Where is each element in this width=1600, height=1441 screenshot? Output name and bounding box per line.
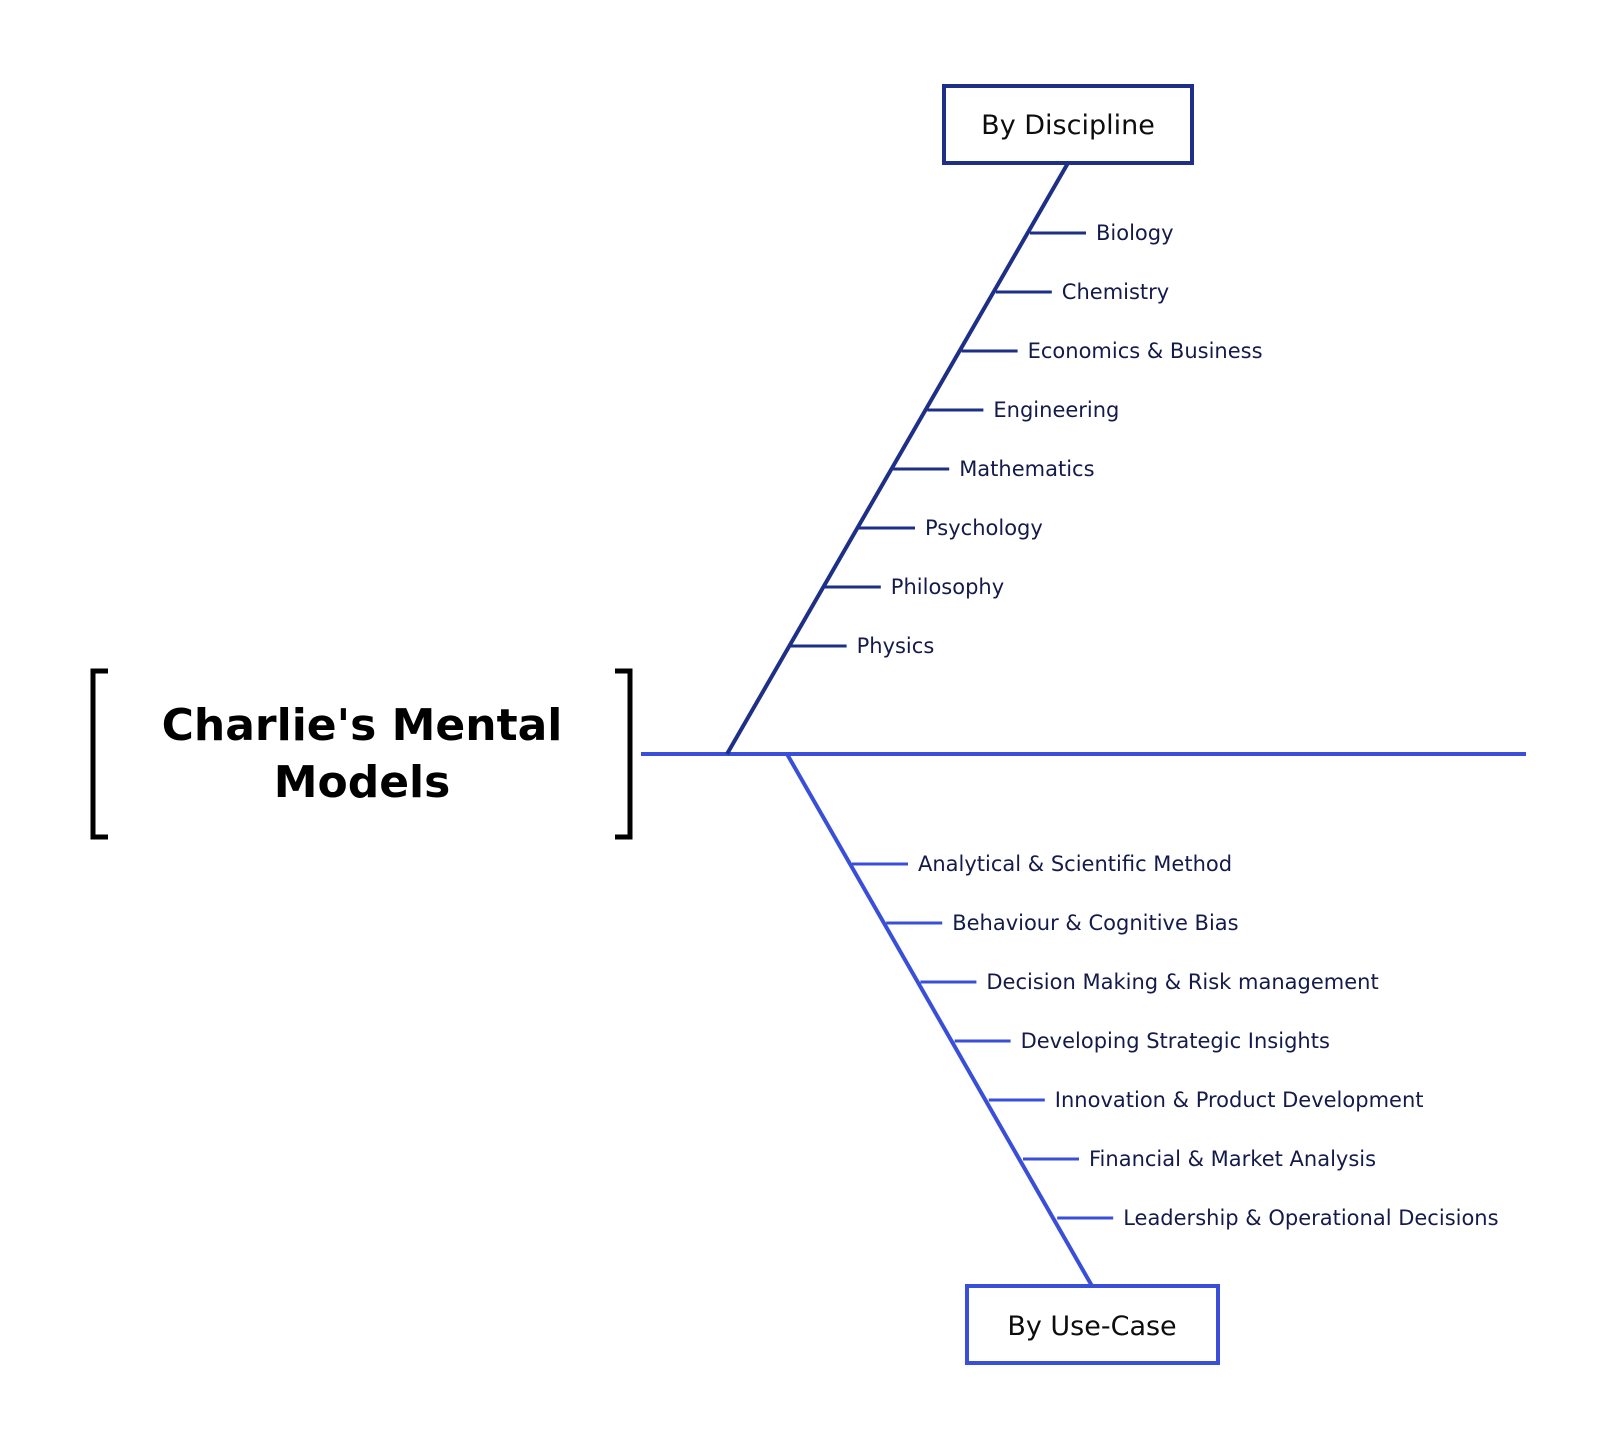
- diagram-title-line-2: Models: [274, 757, 451, 808]
- diagram-head: Charlie's Mental Models: [90, 668, 633, 840]
- discipline-item-label: Chemistry: [1062, 280, 1169, 304]
- right-bracket: [615, 668, 633, 840]
- use-case-bone: [785, 753, 1094, 1287]
- left-bracket: [90, 668, 108, 840]
- use-case-category-label: By Use-Case: [1007, 1311, 1176, 1342]
- discipline-category-label: By Discipline: [981, 110, 1155, 141]
- use-case-item-label: Behaviour & Cognitive Bias: [952, 911, 1238, 935]
- discipline-item-label: Biology: [1096, 221, 1174, 245]
- use-case-item-label: Developing Strategic Insights: [1021, 1029, 1330, 1053]
- use-case-category-box: [965, 1284, 1220, 1365]
- discipline-item-label: Physics: [857, 634, 935, 658]
- use-case-item-label: Financial & Market Analysis: [1089, 1147, 1376, 1171]
- use-case-item-label: Analytical & Scientific Method: [918, 852, 1232, 876]
- use-case-branch: By Use-Case Analytical & Scientific Meth…: [785, 753, 1499, 1365]
- use-case-ribs: Analytical & Scientific MethodBehaviour …: [852, 852, 1499, 1230]
- use-case-item-label: Innovation & Product Development: [1055, 1088, 1424, 1112]
- discipline-branch: By Discipline BiologyChemistryEconomics …: [725, 84, 1263, 755]
- discipline-item-label: Engineering: [993, 398, 1119, 422]
- discipline-category-box: [942, 84, 1194, 165]
- discipline-item-label: Philosophy: [891, 575, 1004, 599]
- use-case-item-label: Leadership & Operational Decisions: [1123, 1206, 1498, 1230]
- use-case-item-label: Decision Making & Risk management: [986, 970, 1378, 994]
- discipline-item-label: Psychology: [925, 516, 1043, 540]
- diagram-title-line-1: Charlie's Mental: [162, 700, 563, 751]
- discipline-item-label: Mathematics: [959, 457, 1094, 481]
- discipline-item-label: Economics & Business: [1028, 339, 1263, 363]
- discipline-bone: [725, 162, 1070, 755]
